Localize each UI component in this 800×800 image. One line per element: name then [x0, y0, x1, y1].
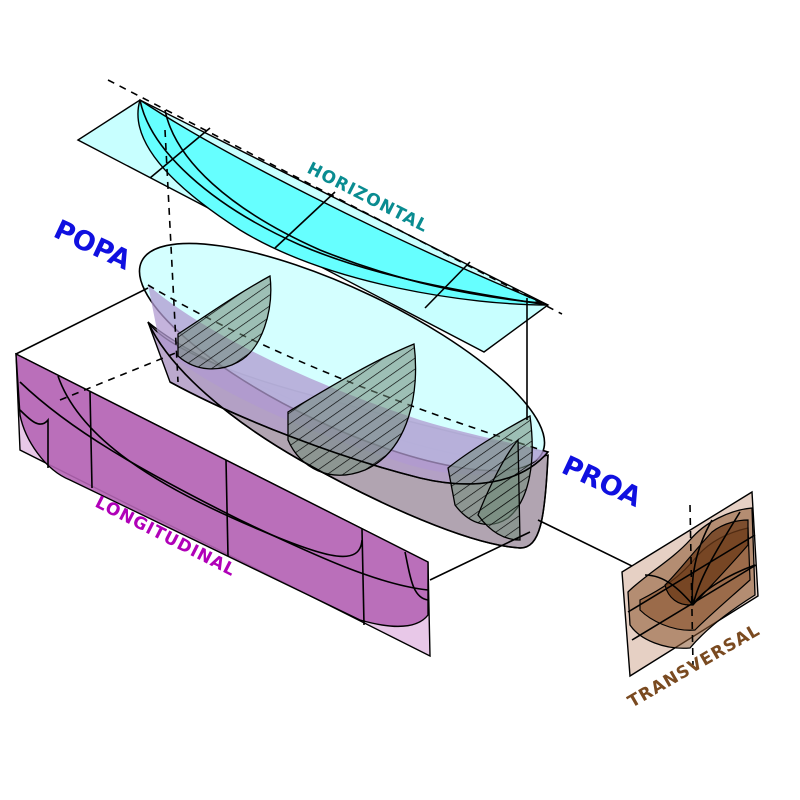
hull-section-1 — [177, 274, 272, 370]
label-bow: PROA — [557, 450, 646, 514]
horizontal-inner-line — [139, 99, 549, 306]
proj-line-long-mid — [59, 351, 179, 401]
projection-lines — [15, 129, 641, 581]
longitudinal-station-3 — [361, 528, 365, 626]
proj-line-transversal — [537, 519, 641, 571]
proj-line-stern-vertical — [164, 129, 179, 383]
hull-section-2 — [287, 343, 417, 476]
horizontal-waterline-shape — [137, 98, 549, 306]
longitudinal-station-1 — [89, 391, 93, 489]
longitudinal-stern-curve — [19, 409, 49, 468]
proj-line-long-bottom — [429, 531, 531, 581]
horizontal-station-3 — [424, 261, 471, 309]
hull-centerline — [147, 284, 549, 453]
longitudinal-bow-curve — [404, 551, 429, 601]
transversal-curve-3 — [644, 574, 694, 606]
label-stern: POPA — [49, 214, 136, 276]
transversal-curve-1 — [692, 511, 741, 606]
longitudinal-station-2 — [225, 459, 229, 557]
longitudinal-plane-group — [15, 352, 431, 658]
transversal-plane-group — [621, 490, 759, 678]
hull-chine-line — [169, 381, 549, 485]
hull-group — [138, 242, 550, 549]
longitudinal-buttock-2 — [57, 375, 363, 558]
transversal-waterline-1 — [627, 534, 756, 613]
horizontal-plane-group — [76, 79, 563, 353]
hull-keel-line — [147, 321, 549, 549]
longitudinal-buttock-1 — [19, 381, 429, 591]
transversal-section-core — [664, 519, 749, 606]
horizontal-station-1 — [149, 127, 211, 179]
proj-line-long-top — [15, 287, 149, 355]
horizontal-station-2 — [274, 191, 336, 249]
transversal-curve-4 — [692, 564, 756, 606]
horizontal-inner-line-2 — [164, 109, 541, 304]
hull-section-3b — [477, 438, 521, 541]
transversal-curve-2 — [691, 519, 713, 606]
